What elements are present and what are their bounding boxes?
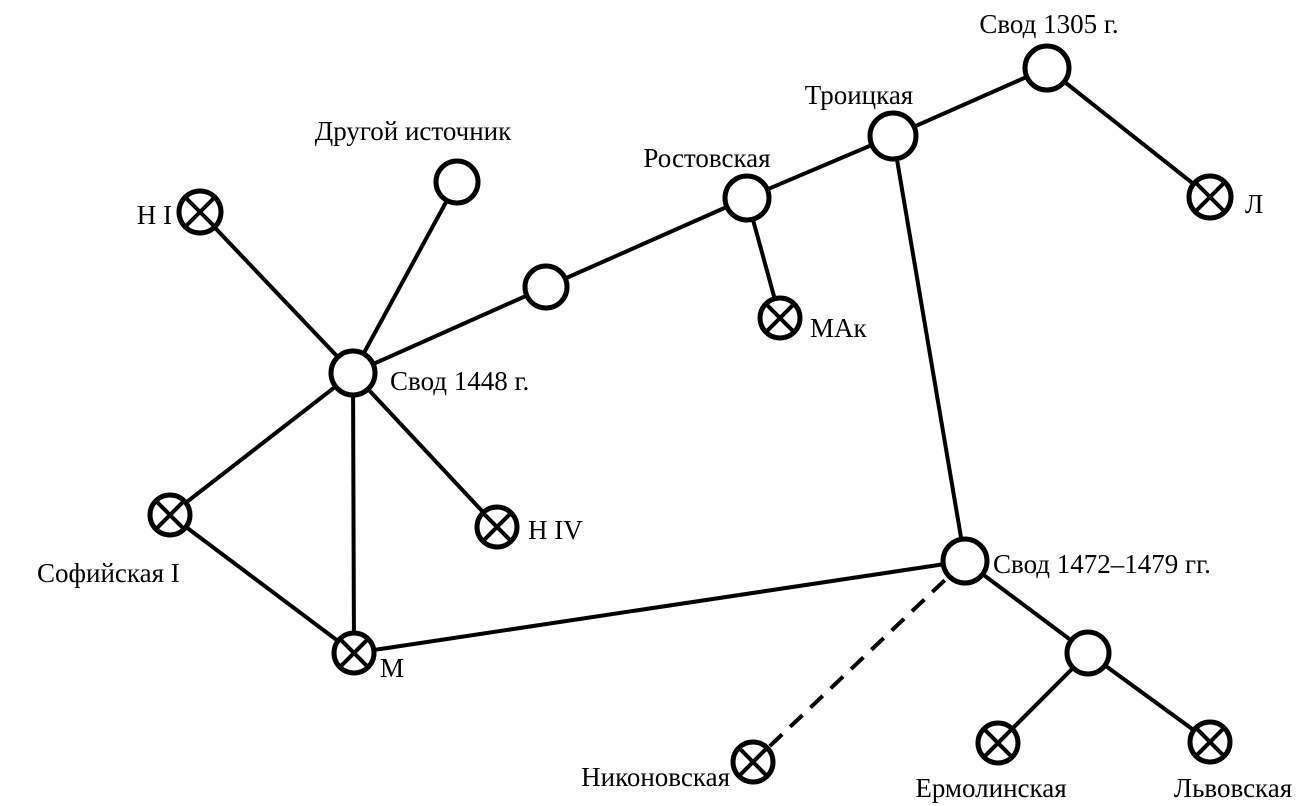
node-intermediate-1448 bbox=[522, 263, 570, 311]
mak-label: МАк bbox=[810, 313, 868, 343]
edge-troitskaya--svod-1472-1479 bbox=[891, 135, 967, 562]
edge-svod-1448--sofiyskaya-i bbox=[168, 371, 355, 517]
svod-1305-label: Свод 1305 г. bbox=[979, 9, 1118, 39]
m-label: М bbox=[380, 653, 404, 683]
drugoy-istochnik-label: Другой источник bbox=[315, 116, 512, 146]
node-svod-1305: Свод 1305 г. bbox=[979, 9, 1119, 93]
node-svod-1448: Свод 1448 г. bbox=[328, 348, 529, 398]
lvovskaya-cross-stroke-1 bbox=[1194, 726, 1226, 758]
node-svod-1472-1479: Свод 1472–1479 гг. bbox=[940, 536, 1211, 586]
lvovskaya-label: Львовская bbox=[1174, 773, 1292, 803]
node-n-iv: Н IV bbox=[474, 504, 583, 550]
svod-1448-circle-icon bbox=[328, 348, 378, 398]
edge-rostovskaya--intermediate-1448 bbox=[545, 196, 748, 289]
rostovskaya-label: Ростовская bbox=[643, 143, 770, 173]
ermolinskaya-cross-stroke-1 bbox=[982, 727, 1014, 759]
svod-1472-1479-label: Свод 1472–1479 гг. bbox=[993, 549, 1211, 579]
edge-drugoy-istochnik--svod-1448 bbox=[351, 181, 459, 374]
edge-svod-1448--n-iv bbox=[351, 371, 499, 529]
node-ermolinskaya: Ермолинская bbox=[915, 720, 1067, 803]
node-mak: МАк bbox=[757, 295, 868, 343]
svod-1472-1479-circle-icon bbox=[940, 536, 990, 586]
edge-intermediate-1472--lvovskaya bbox=[1086, 651, 1212, 744]
edge-svod-1448--m bbox=[351, 372, 356, 654]
intermediate-1472-circle-icon bbox=[1064, 629, 1112, 677]
m-cross-stroke-1 bbox=[338, 637, 370, 669]
node-l: Л bbox=[1186, 173, 1263, 221]
edge-svod-1305--l bbox=[1045, 66, 1212, 199]
node-nikonovskaya: Никоновская bbox=[581, 739, 776, 792]
node-intermediate-1472 bbox=[1064, 629, 1112, 677]
node-m: М bbox=[331, 630, 404, 683]
troitskaya-circle-icon bbox=[867, 110, 919, 162]
edge-m--svod-1472-1479 bbox=[353, 559, 966, 655]
ermolinskaya-label: Ермолинская bbox=[915, 773, 1066, 803]
edge-svod-1472-1479--intermediate-1472 bbox=[963, 559, 1090, 655]
edge-troitskaya--rostovskaya bbox=[746, 134, 894, 200]
intermediate-1448-circle-icon bbox=[522, 263, 570, 311]
node-troitskaya: Троицкая bbox=[805, 80, 919, 162]
edge-svod-1305--troitskaya bbox=[892, 66, 1048, 138]
edge-svod-1472-1479--nikonovskaya bbox=[751, 559, 967, 764]
rostovskaya-circle-icon bbox=[722, 173, 772, 223]
sofiyskaya-i-label: Софийская I bbox=[37, 558, 180, 588]
edge-sofiyskaya-i--m bbox=[168, 513, 356, 655]
drugoy-istochnik-circle-icon bbox=[433, 158, 481, 206]
nikonovskaya-cross-stroke-1 bbox=[737, 746, 769, 778]
l-cross-stroke-1 bbox=[1193, 180, 1227, 214]
edge-intermediate-1448--svod-1448 bbox=[352, 285, 547, 375]
n-iv-label: Н IV bbox=[528, 515, 583, 545]
n-iv-cross-stroke-1 bbox=[481, 511, 513, 543]
svod-1305-circle-icon bbox=[1022, 43, 1072, 93]
l-label: Л bbox=[1245, 189, 1263, 219]
node-lvovskaya: Львовская bbox=[1174, 719, 1292, 803]
node-n-i: Н I bbox=[137, 188, 224, 236]
node-sofiyskaya-i: Софийская I bbox=[37, 492, 193, 588]
troitskaya-label: Троицкая bbox=[805, 80, 913, 110]
edge-n-i--svod-1448 bbox=[198, 210, 355, 375]
node-drugoy-istochnik: Другой источник bbox=[315, 116, 512, 206]
node-rostovskaya: Ростовская bbox=[643, 143, 772, 223]
svod-1448-label: Свод 1448 г. bbox=[390, 366, 529, 396]
sofiyskaya-i-cross-stroke-1 bbox=[154, 499, 186, 531]
n-i-label: Н I bbox=[137, 200, 172, 230]
mak-cross-stroke-1 bbox=[764, 302, 796, 334]
n-i-cross-stroke-1 bbox=[183, 195, 217, 229]
nikonovskaya-label: Никоновская bbox=[581, 762, 730, 792]
